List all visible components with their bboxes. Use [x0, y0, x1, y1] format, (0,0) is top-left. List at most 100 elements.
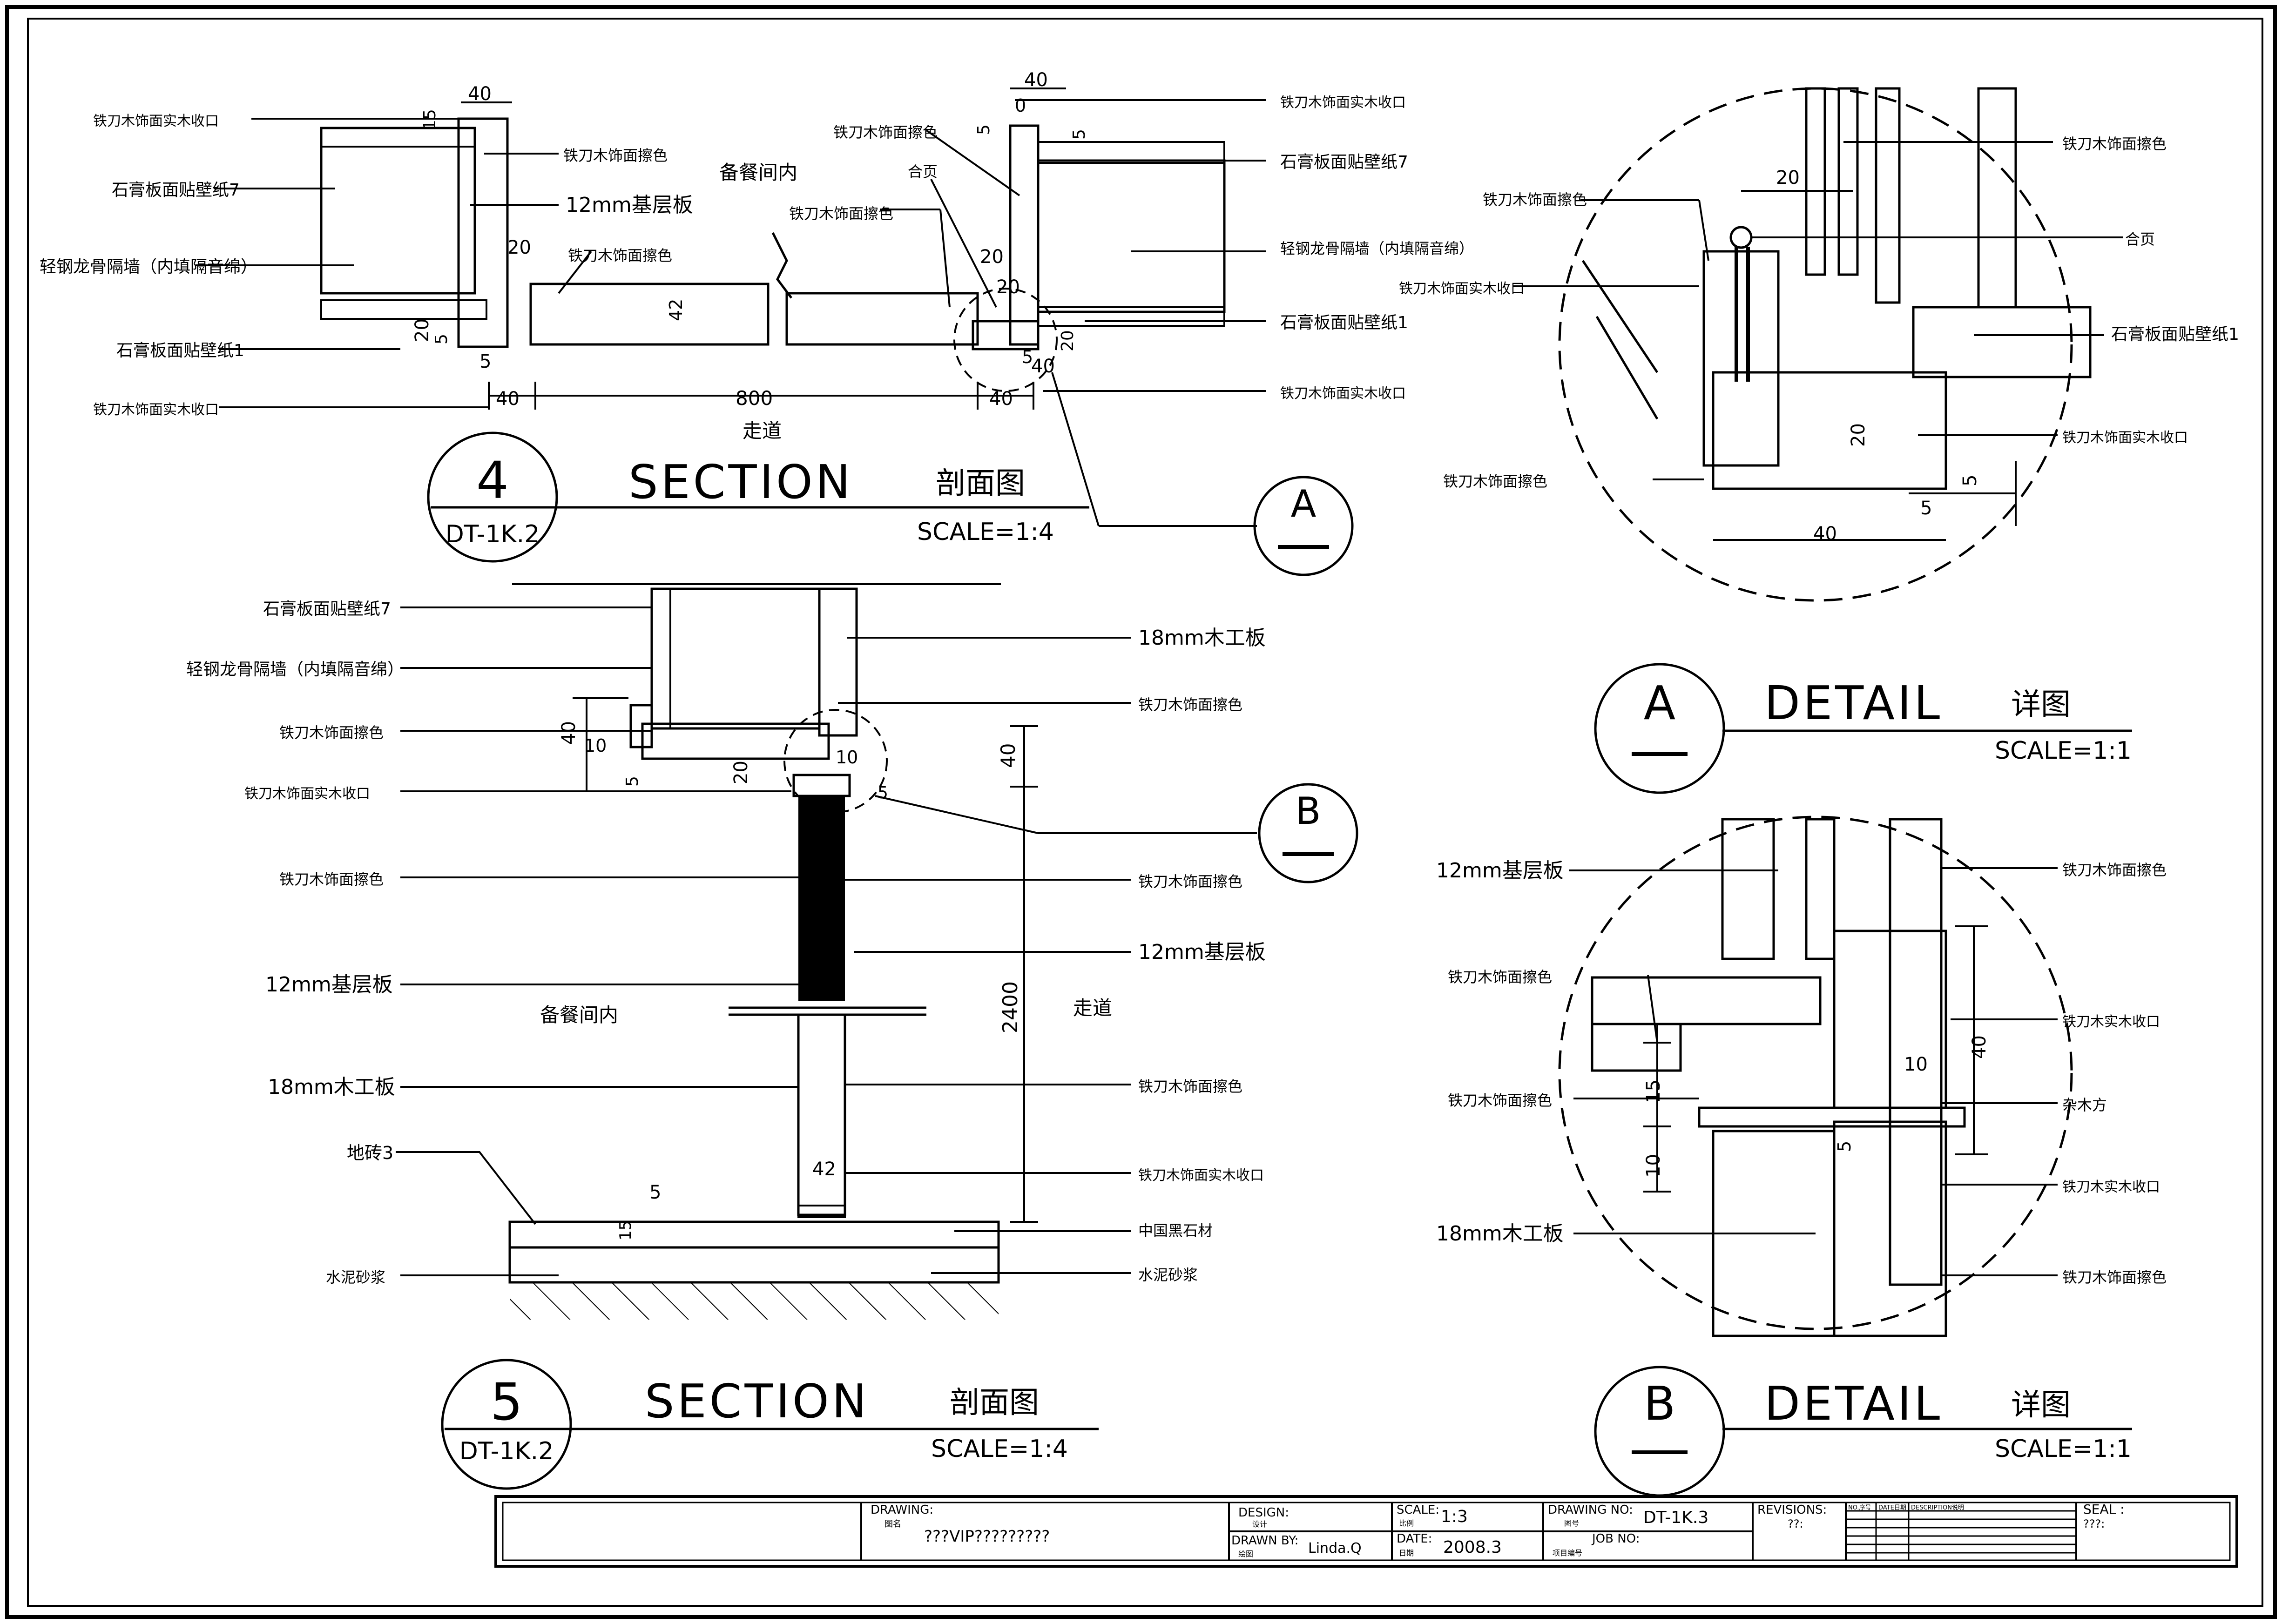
callout-label: 走道	[1073, 997, 1112, 1019]
detail-a-labels: 铁刀木饰面擦色 铁刀木饰面擦色 铁刀木饰面实木收口 合页 石膏板面贴壁纸1 铁刀…	[1399, 135, 2239, 545]
section-label: SECTION	[628, 455, 853, 509]
section-5-title: 5 DT-1K.2 SECTION 剖面图 SCALE=1:4	[441, 1359, 1099, 1490]
job-no-sublabel: 项目编号	[1553, 1549, 1582, 1557]
dimension-label: 5	[1959, 475, 1981, 486]
dimension-label: 15	[1643, 1079, 1664, 1103]
callout-label: 轻钢龙骨隔墙（内填隔音绵）	[186, 660, 404, 679]
detail-scale: SCALE=1:1	[1995, 1435, 2132, 1463]
dimension-label: 5	[1070, 129, 1089, 140]
callout-label: 铁刀木饰面擦色	[1138, 1078, 1242, 1095]
callout-label: 轻钢龙骨隔墙（内填隔音绵）	[1280, 240, 1474, 257]
dimension-label: 20	[1848, 423, 1869, 447]
callout-label: 铁刀木饰面擦色	[1443, 472, 1547, 490]
dimension-label: 40	[1024, 69, 1048, 91]
dimension-label: 5	[623, 776, 642, 787]
revisions-label: REVISIONS:	[1757, 1503, 1827, 1517]
callout-label: 水泥砂浆	[1138, 1266, 1198, 1284]
revision-date-header: DATE日期	[1878, 1504, 1906, 1511]
drawing-no-value: DT-1K.3	[1643, 1508, 1708, 1527]
dimension-label: 40	[558, 721, 580, 745]
callout-label: 铁刀木饰面实木收口	[2062, 430, 2188, 446]
design-sublabel: 设计	[1252, 1520, 1267, 1529]
dimension-label: 42	[666, 299, 686, 321]
callout-label: 石膏板面贴壁纸1	[2111, 325, 2239, 344]
design-label: DESIGN:	[1238, 1506, 1289, 1520]
dimension-label: 5	[1022, 347, 1033, 367]
callout-label: 备餐间内	[540, 1004, 618, 1026]
dimension-label: 20	[730, 761, 752, 784]
section-cn-label: 剖面图	[950, 1386, 1039, 1420]
dimension-label: 2400	[999, 981, 1022, 1033]
section-4-labels: 铁刀木饰面实木收口 石膏板面贴壁纸7 轻钢龙骨隔墙（内填隔音绵） 石膏板面贴壁纸…	[40, 69, 1474, 442]
dimension-label: 5	[1920, 498, 1932, 519]
detail-a-marker: A	[1253, 476, 1354, 576]
callout-label: 铁刀木饰面擦色	[789, 205, 893, 222]
section-number: 4	[476, 451, 509, 510]
callout-label: 铁刀木实木收口	[2062, 1014, 2160, 1030]
job-no-label: JOB NO:	[1591, 1532, 1640, 1546]
callout-label: 12mm基层板	[1138, 940, 1266, 964]
drawn-by-value: Linda.Q	[1308, 1540, 1362, 1557]
callout-label: 铁刀木饰面擦色	[833, 123, 938, 141]
callout-label: 铁刀木饰面擦色	[568, 247, 672, 264]
dimension-label: 15	[616, 1220, 635, 1240]
callout-label: 合页	[2125, 230, 2155, 248]
detail-label: DETAIL	[1764, 1376, 1943, 1431]
callout-label: 铁刀木饰面擦色	[2062, 135, 2167, 153]
dimension-label: 40	[989, 388, 1013, 410]
dimension-label: 0	[1015, 95, 1026, 116]
sheet-border	[5, 5, 2277, 1619]
section-number: 5	[490, 1372, 523, 1432]
dimension-label: 5	[974, 124, 993, 135]
revision-no-header: NO.序号	[1848, 1504, 1871, 1511]
dimension-label: 10	[1904, 1054, 1928, 1075]
callout-label: 地砖3	[347, 1143, 393, 1163]
callout-label: 石膏板面贴壁纸7	[1280, 153, 1408, 172]
drawing-name-label: DRAWING:	[871, 1503, 933, 1517]
seal-label: SEAL :	[2083, 1502, 2125, 1517]
date-label: DATE:	[1397, 1532, 1432, 1546]
dimension-label: 10	[584, 735, 607, 756]
marker-letter: B	[1296, 789, 1321, 833]
seal-value: ???:	[2083, 1517, 2105, 1530]
detail-b-drawing	[1558, 815, 2073, 1337]
drawing-name-sublabel: 图名	[884, 1519, 901, 1529]
detail-cn-label: 详图	[2011, 687, 2071, 722]
dimension-label: 40	[997, 743, 1019, 768]
callout-label: 18mm木工板	[1138, 626, 1266, 650]
dimension-label: 20	[412, 318, 433, 342]
scale-sublabel: 比例	[1399, 1519, 1414, 1528]
dimension-label: 800	[736, 387, 773, 410]
detail-a-title: A DETAIL 详图 SCALE=1:1	[1594, 663, 2132, 794]
callout-label: 铁刀木饰面实木收口	[1399, 281, 1525, 297]
dimension-label: 20	[507, 237, 531, 258]
callout-label: 铁刀木饰面实木收口	[93, 113, 219, 129]
drawing-no-sublabel: 图号	[1564, 1519, 1579, 1528]
callout-label: 12mm基层板	[566, 193, 693, 217]
scale-label: SCALE:	[1397, 1503, 1439, 1517]
scale-value: 1:3	[1441, 1507, 1468, 1526]
marker-letter: A	[1291, 482, 1317, 526]
callout-label: 18mm木工板	[1436, 1222, 1564, 1246]
detail-a-drawing	[1513, 87, 2123, 602]
section-4-title: 4 DT-1K.2 SECTION 剖面图 SCALE=1:4	[427, 431, 1089, 563]
detail-letter: A	[1644, 676, 1675, 730]
drawing-no-label: DRAWING NO:	[1548, 1503, 1633, 1517]
detail-b-title: B DETAIL 详图 SCALE=1:1	[1594, 1366, 2132, 1497]
dimension-label: 15	[420, 109, 439, 130]
dimension-label: 40	[1813, 523, 1837, 545]
date-value: 2008.3	[1443, 1538, 1502, 1557]
dimension-label: 20	[1776, 167, 1800, 189]
callout-label: 铁刀木实木收口	[2062, 1179, 2160, 1195]
detail-b-marker: B	[1258, 783, 1358, 883]
detail-letter: B	[1644, 1376, 1676, 1431]
dimension-label: 40	[496, 388, 520, 410]
detail-cn-label: 详图	[2011, 1388, 2071, 1422]
detail-label: DETAIL	[1764, 676, 1943, 730]
dimension-label: 40	[468, 83, 492, 105]
date-sublabel: 日期	[1399, 1549, 1414, 1557]
callout-label: 铁刀木饰面实木收口	[1280, 94, 1406, 111]
detail-b-labels: 12mm基层板 铁刀木饰面擦色 铁刀木饰面擦色 18mm木工板 铁刀木饰面擦色 …	[1436, 859, 2167, 1286]
callout-label: 水泥砂浆	[326, 1268, 385, 1286]
